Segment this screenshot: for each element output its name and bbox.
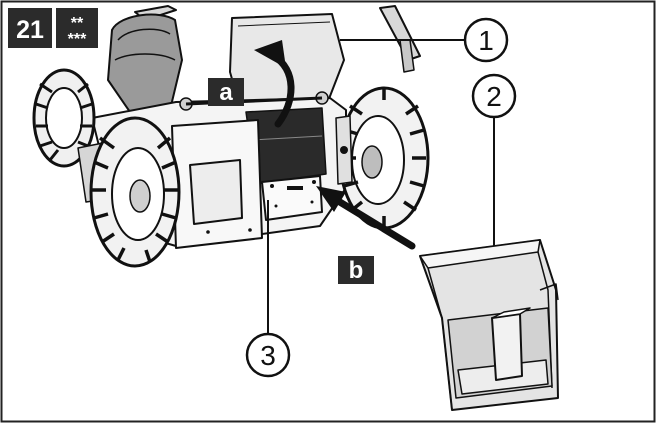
callout-1-label: 1 — [478, 25, 494, 56]
lift-flap-arrowhead — [254, 40, 286, 68]
engine-detail — [117, 28, 171, 41]
callout-3: 3 — [245, 332, 291, 378]
difficulty-badge: ** *** — [56, 8, 98, 48]
mulching-insert — [419, 239, 559, 411]
callout-3-label: 3 — [260, 340, 276, 371]
step-tag-a-label: a — [219, 79, 233, 106]
front-wheel-left-hub — [129, 179, 151, 213]
callout-1: 1 — [463, 17, 509, 63]
difficulty-line-1: ** — [71, 15, 84, 32]
wheel-tread — [35, 82, 93, 161]
chute-detail — [251, 135, 323, 141]
engine-detail — [114, 53, 176, 61]
rear-wheel-left-hub — [45, 87, 83, 149]
figure-number: 21 — [16, 16, 44, 44]
wheel-tread — [92, 136, 178, 263]
step-tag-b: b — [338, 256, 374, 284]
callout-2-label: 2 — [486, 81, 502, 112]
step-tag-a: a — [208, 78, 244, 106]
panel-window — [189, 159, 243, 225]
wheel-right-hub — [361, 145, 383, 179]
difficulty-line-2: *** — [68, 31, 87, 48]
callout-2: 2 — [471, 73, 517, 119]
rear-flap-edge — [237, 21, 331, 27]
step-tag-b-label: b — [349, 257, 364, 284]
mounting-plate — [261, 175, 323, 221]
lawn-mower-illustration — [32, 5, 430, 268]
insert-plug — [491, 313, 523, 381]
insert-arrowhead — [316, 186, 346, 212]
insert-arrow — [326, 192, 416, 250]
figure-number-badge: 21 — [8, 8, 52, 48]
